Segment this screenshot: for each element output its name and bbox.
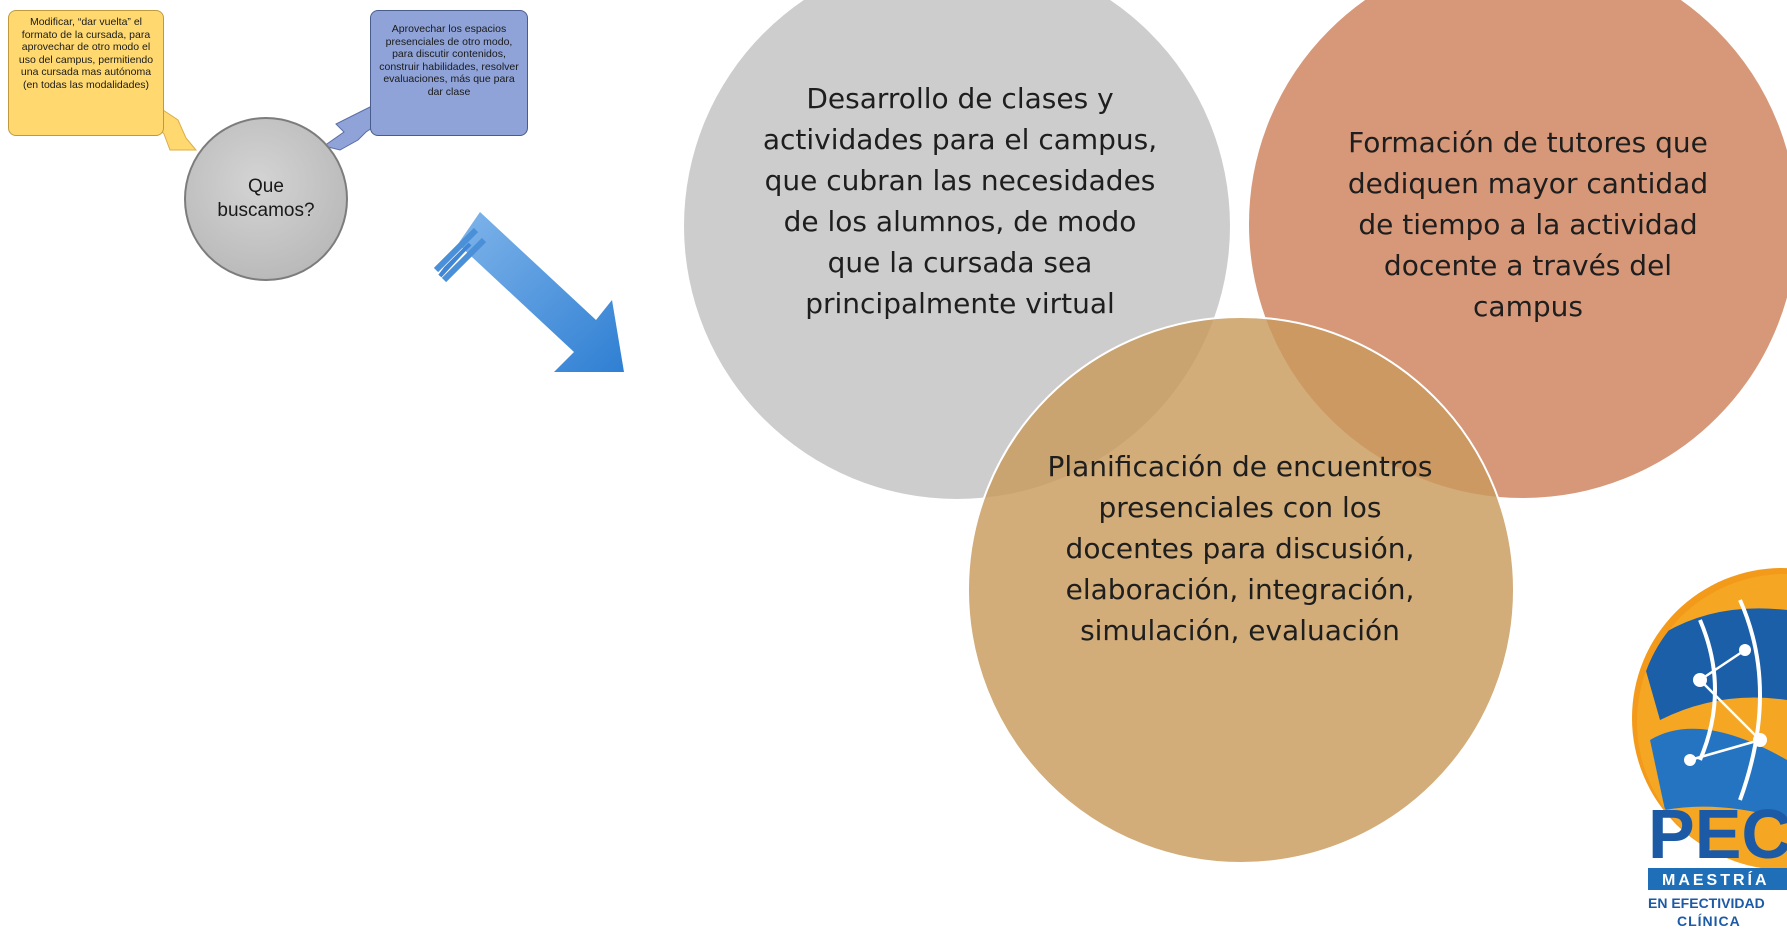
logo-line3: CLÍNICA	[1677, 913, 1741, 929]
big-blue-arrow	[433, 212, 624, 372]
venn-text-rust: Formación de tutores que dediquen mayor …	[1347, 126, 1709, 323]
center-question-circle: Que buscamos?	[184, 117, 348, 281]
logo-line1: MAESTRÍA	[1662, 870, 1770, 889]
logo-line2: EN EFECTIVIDAD	[1648, 895, 1765, 911]
callout-right: Aprovechar los espacios presenciales de …	[370, 10, 528, 136]
venn-text-gray: Desarrollo de clases y actividades para …	[762, 82, 1158, 320]
callout-left: Modificar, “dar vuelta” el formato de la…	[8, 10, 164, 136]
logo-word: PEC	[1648, 795, 1787, 873]
venn-text-tan: Planificación de encuentros presenciales…	[1047, 450, 1433, 647]
venn-circle-tan	[967, 316, 1515, 864]
center-label: Que buscamos?	[217, 176, 315, 221]
